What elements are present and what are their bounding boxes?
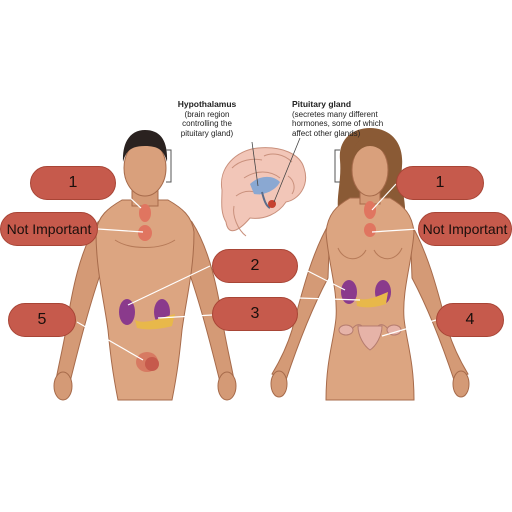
label-male-top[interactable]: 1	[30, 166, 116, 200]
hypothalamus-desc-2: controlling the	[182, 119, 232, 128]
label-male-lower[interactable]: 5	[8, 303, 76, 337]
pituitary-desc-2: hormones, some of which	[292, 119, 384, 128]
pituitary-caption: Pituitary gland (secretes many different…	[292, 99, 392, 138]
pituitary-pointer	[273, 137, 301, 203]
label-center-lower[interactable]: 3	[212, 297, 298, 331]
female-figure	[270, 128, 470, 401]
hypothalamus-pointer	[251, 141, 259, 187]
bracket-female-head	[334, 149, 340, 183]
hypothalamus-caption: Hypothalamus (brain region controlling t…	[168, 99, 246, 138]
label-female-top[interactable]: 1	[396, 166, 484, 200]
label-male-neck[interactable]: Not Important	[0, 212, 98, 246]
hypothalamus-desc-3: pituitary gland)	[180, 128, 234, 138]
pituitary-title: Pituitary gland	[292, 99, 352, 109]
brain-illustration	[220, 147, 306, 237]
pituitary-desc-1: (secretes many different	[292, 109, 378, 119]
bracket-male-head	[166, 149, 172, 183]
pituitary-desc-3: affect other glands)	[292, 128, 361, 138]
connector-lines	[76, 183, 437, 361]
male-figure	[53, 130, 237, 401]
label-female-lower[interactable]: 4	[436, 303, 504, 337]
hypothalamus-desc-1: (brain region	[184, 109, 230, 119]
label-female-neck[interactable]: Not Important	[418, 212, 512, 246]
hypothalamus-title: Hypothalamus	[177, 99, 237, 109]
label-center-upper[interactable]: 2	[212, 249, 298, 283]
